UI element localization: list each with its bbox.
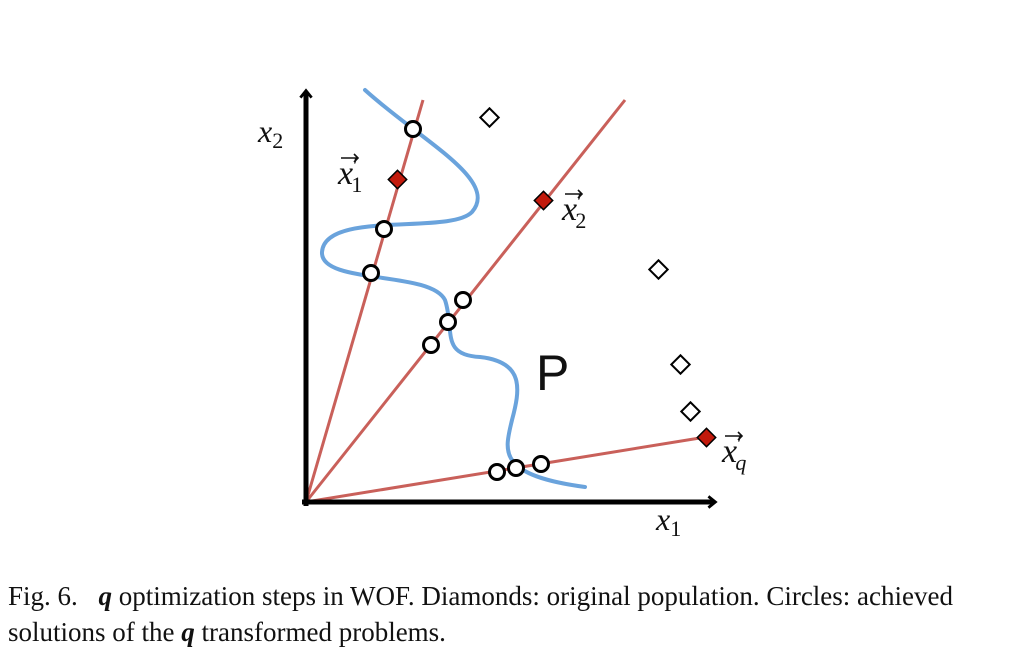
solution-circle — [488, 463, 506, 481]
caption-text-2: transformed problems. — [194, 617, 446, 647]
diamond-selected-1 — [387, 169, 408, 190]
svg-text:x′q: x′q — [721, 432, 746, 475]
caption-q: q — [98, 581, 113, 611]
diamond-selected-2 — [533, 190, 554, 211]
solution-circle — [454, 291, 472, 309]
solution-circle — [532, 455, 550, 473]
front-curve — [319, 88, 587, 489]
solution-circle — [439, 313, 457, 331]
figure-caption: Fig. 6. q optimization steps in WOF. Dia… — [8, 578, 1023, 650]
solution-circle — [422, 336, 440, 354]
diamond-selected-q — [696, 427, 717, 448]
diamond-original — [679, 400, 702, 423]
weight-label-q: x′q — [721, 431, 746, 475]
solution-circle — [507, 459, 525, 477]
solution-circle — [404, 120, 422, 138]
region-label-p: P — [536, 345, 569, 401]
svg-text:x′1: x′1 — [337, 154, 362, 197]
caption-q-2: q — [181, 617, 195, 647]
diamond-original — [478, 106, 501, 129]
figure-number: Fig. 6. — [8, 581, 78, 611]
wof-diagram: x2 x1 P x′1 x′2 x′q — [257, 88, 746, 541]
svg-text:x′2: x′2 — [561, 190, 586, 233]
solution-circle — [375, 220, 393, 238]
x1-axis-label: x1 — [655, 501, 681, 541]
caption-text-1: optimization steps in WOF. Diamonds: ori… — [8, 581, 953, 647]
solution-circle — [362, 264, 380, 282]
weight-label-1: x′1 — [337, 153, 362, 197]
x2-axis-label: x2 — [257, 113, 283, 153]
weight-line-1 — [304, 99, 425, 503]
diamond-original — [647, 258, 670, 281]
diamond-original — [669, 353, 692, 376]
weight-line-q — [305, 435, 707, 504]
weight-label-2: x′2 — [561, 189, 586, 233]
